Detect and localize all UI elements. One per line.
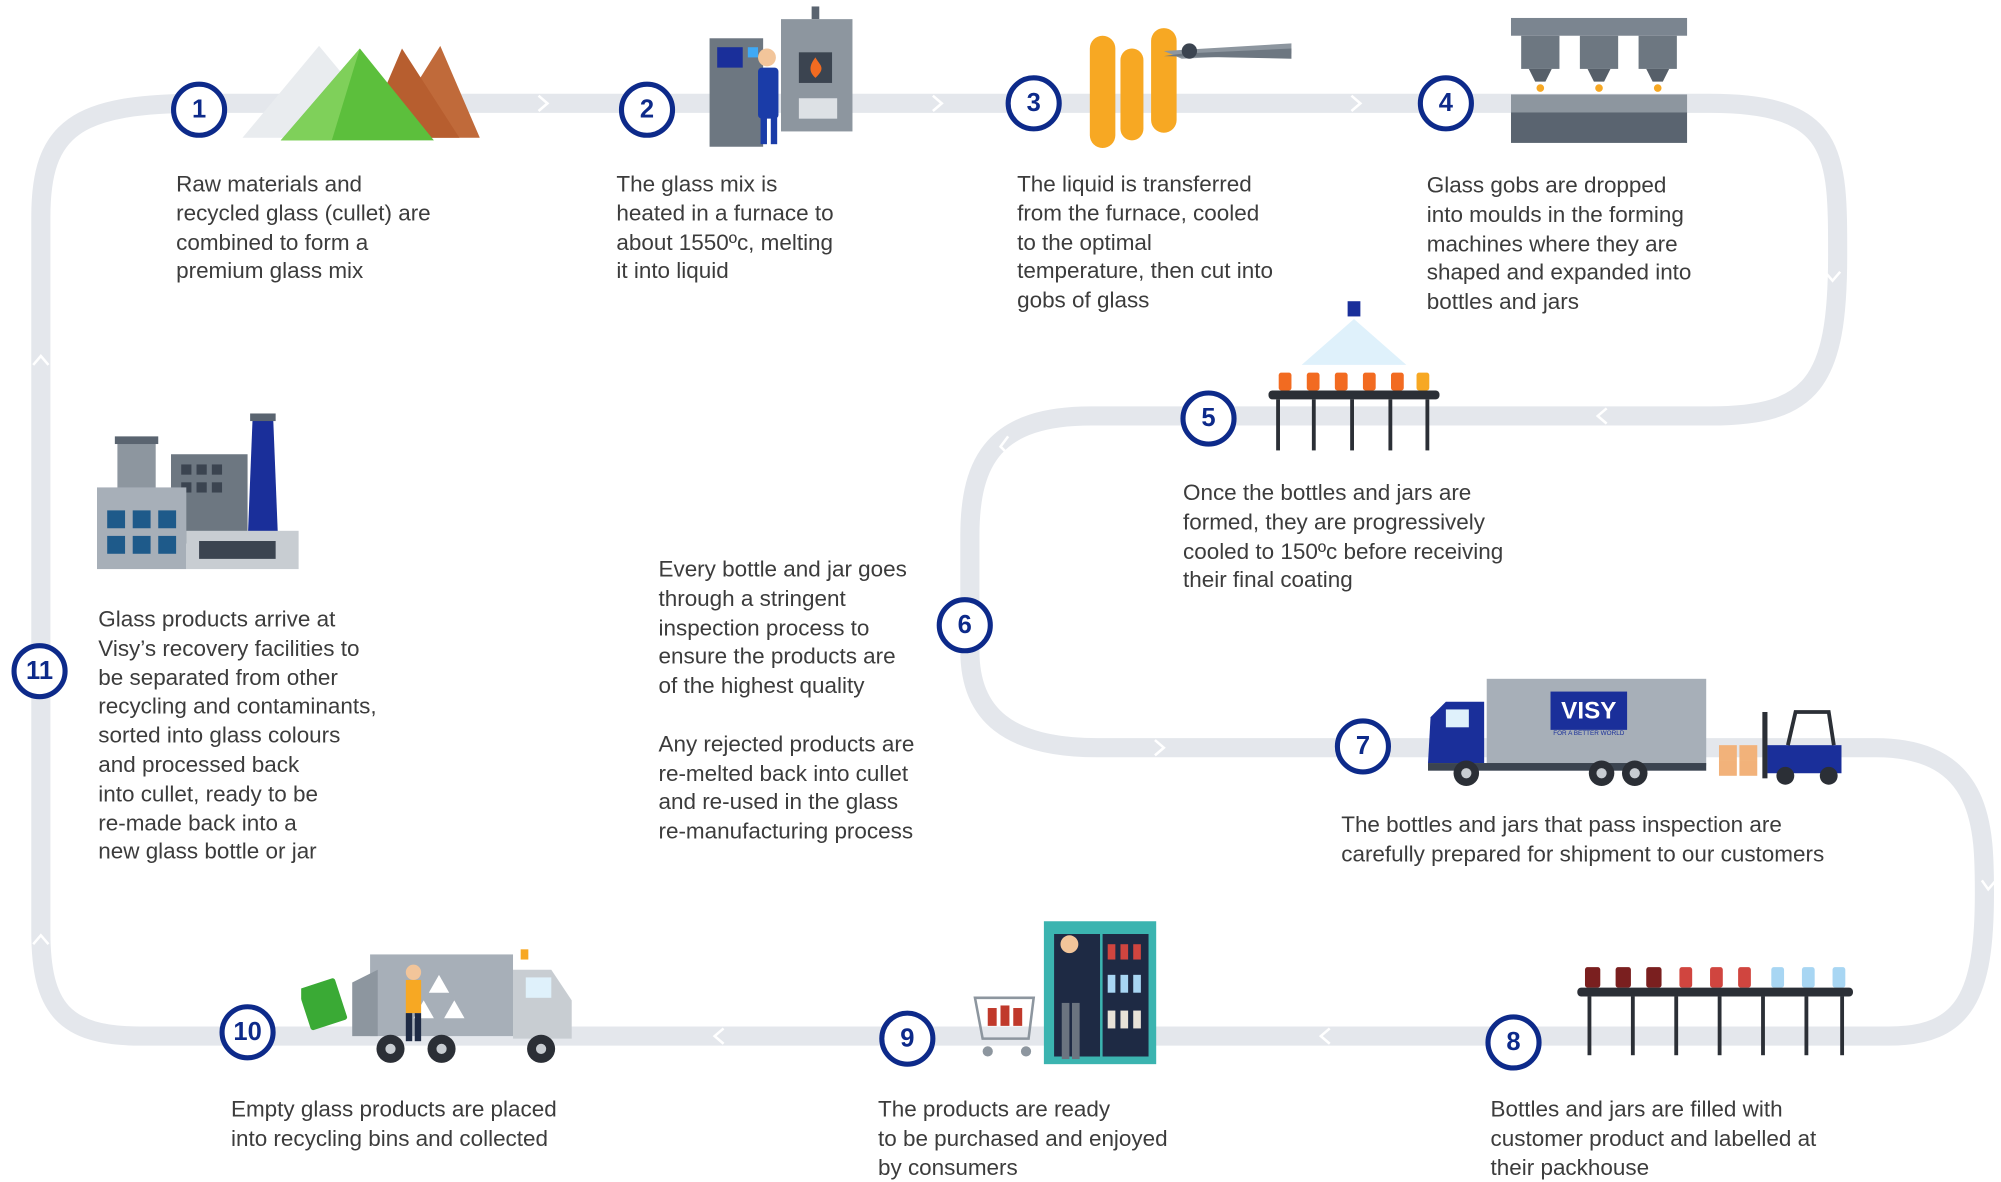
step-5-description: Once the bottles and jars are formed, th… <box>1182 479 1504 593</box>
coating-conveyor-icon <box>1268 301 1440 451</box>
step-number-2: 2 <box>618 81 676 138</box>
step-number-3: 3 <box>1005 75 1062 132</box>
step-11-description: Glass products arrive at Visy’s recovery… <box>98 606 377 865</box>
step-1-description: Raw materials and recycled glass (cullet… <box>176 170 431 284</box>
step-number-5: 5 <box>1180 390 1237 447</box>
step-2-description: The glass mix is heated in a furnace to … <box>616 170 834 284</box>
truck-tagline-text: FOR A BETTER WORLD <box>1553 730 1625 737</box>
step-7-description: The bottles and jars that pass inspectio… <box>1341 811 1825 867</box>
step-number-4: 4 <box>1417 75 1474 132</box>
step-8-description: Bottles and jars are filled with custome… <box>1490 1096 1817 1180</box>
recovery-factory-icon <box>96 413 299 570</box>
step-number-7: 7 <box>1334 718 1392 775</box>
raw-materials-piles-icon <box>242 45 480 141</box>
step-number-8: 8 <box>1485 1014 1542 1071</box>
filling-conveyor-icon <box>1577 967 1853 1056</box>
step-6-description: Every bottle and jar goes through a stri… <box>658 556 915 844</box>
step-number-10: 10 <box>219 1004 276 1061</box>
step-3-description: The liquid is transferred from the furna… <box>1017 170 1273 313</box>
forming-machine-icon <box>1510 17 1688 143</box>
step-number-1: 1 <box>171 81 228 138</box>
truck-brand-text: VISY <box>1561 697 1616 724</box>
molten-glass-gob-cutter-icon <box>1089 28 1292 149</box>
step-number-6: 6 <box>936 597 993 654</box>
shopper-fridge-icon <box>973 921 1157 1065</box>
recycling-truck-icon <box>301 949 572 1063</box>
furnace-operator-icon <box>709 6 853 147</box>
step-number-11: 11 <box>11 643 68 700</box>
step-10-description: Empty glass products are placed into rec… <box>230 1096 557 1151</box>
step-number-9: 9 <box>879 1010 936 1067</box>
truck-forklift-icon: VISY FOR A BETTER WORLD <box>1428 678 1842 786</box>
step-4-description: Glass gobs are dropped into moulds in th… <box>1426 172 1692 315</box>
step-9-description: The products are ready to be purchased a… <box>877 1096 1168 1180</box>
